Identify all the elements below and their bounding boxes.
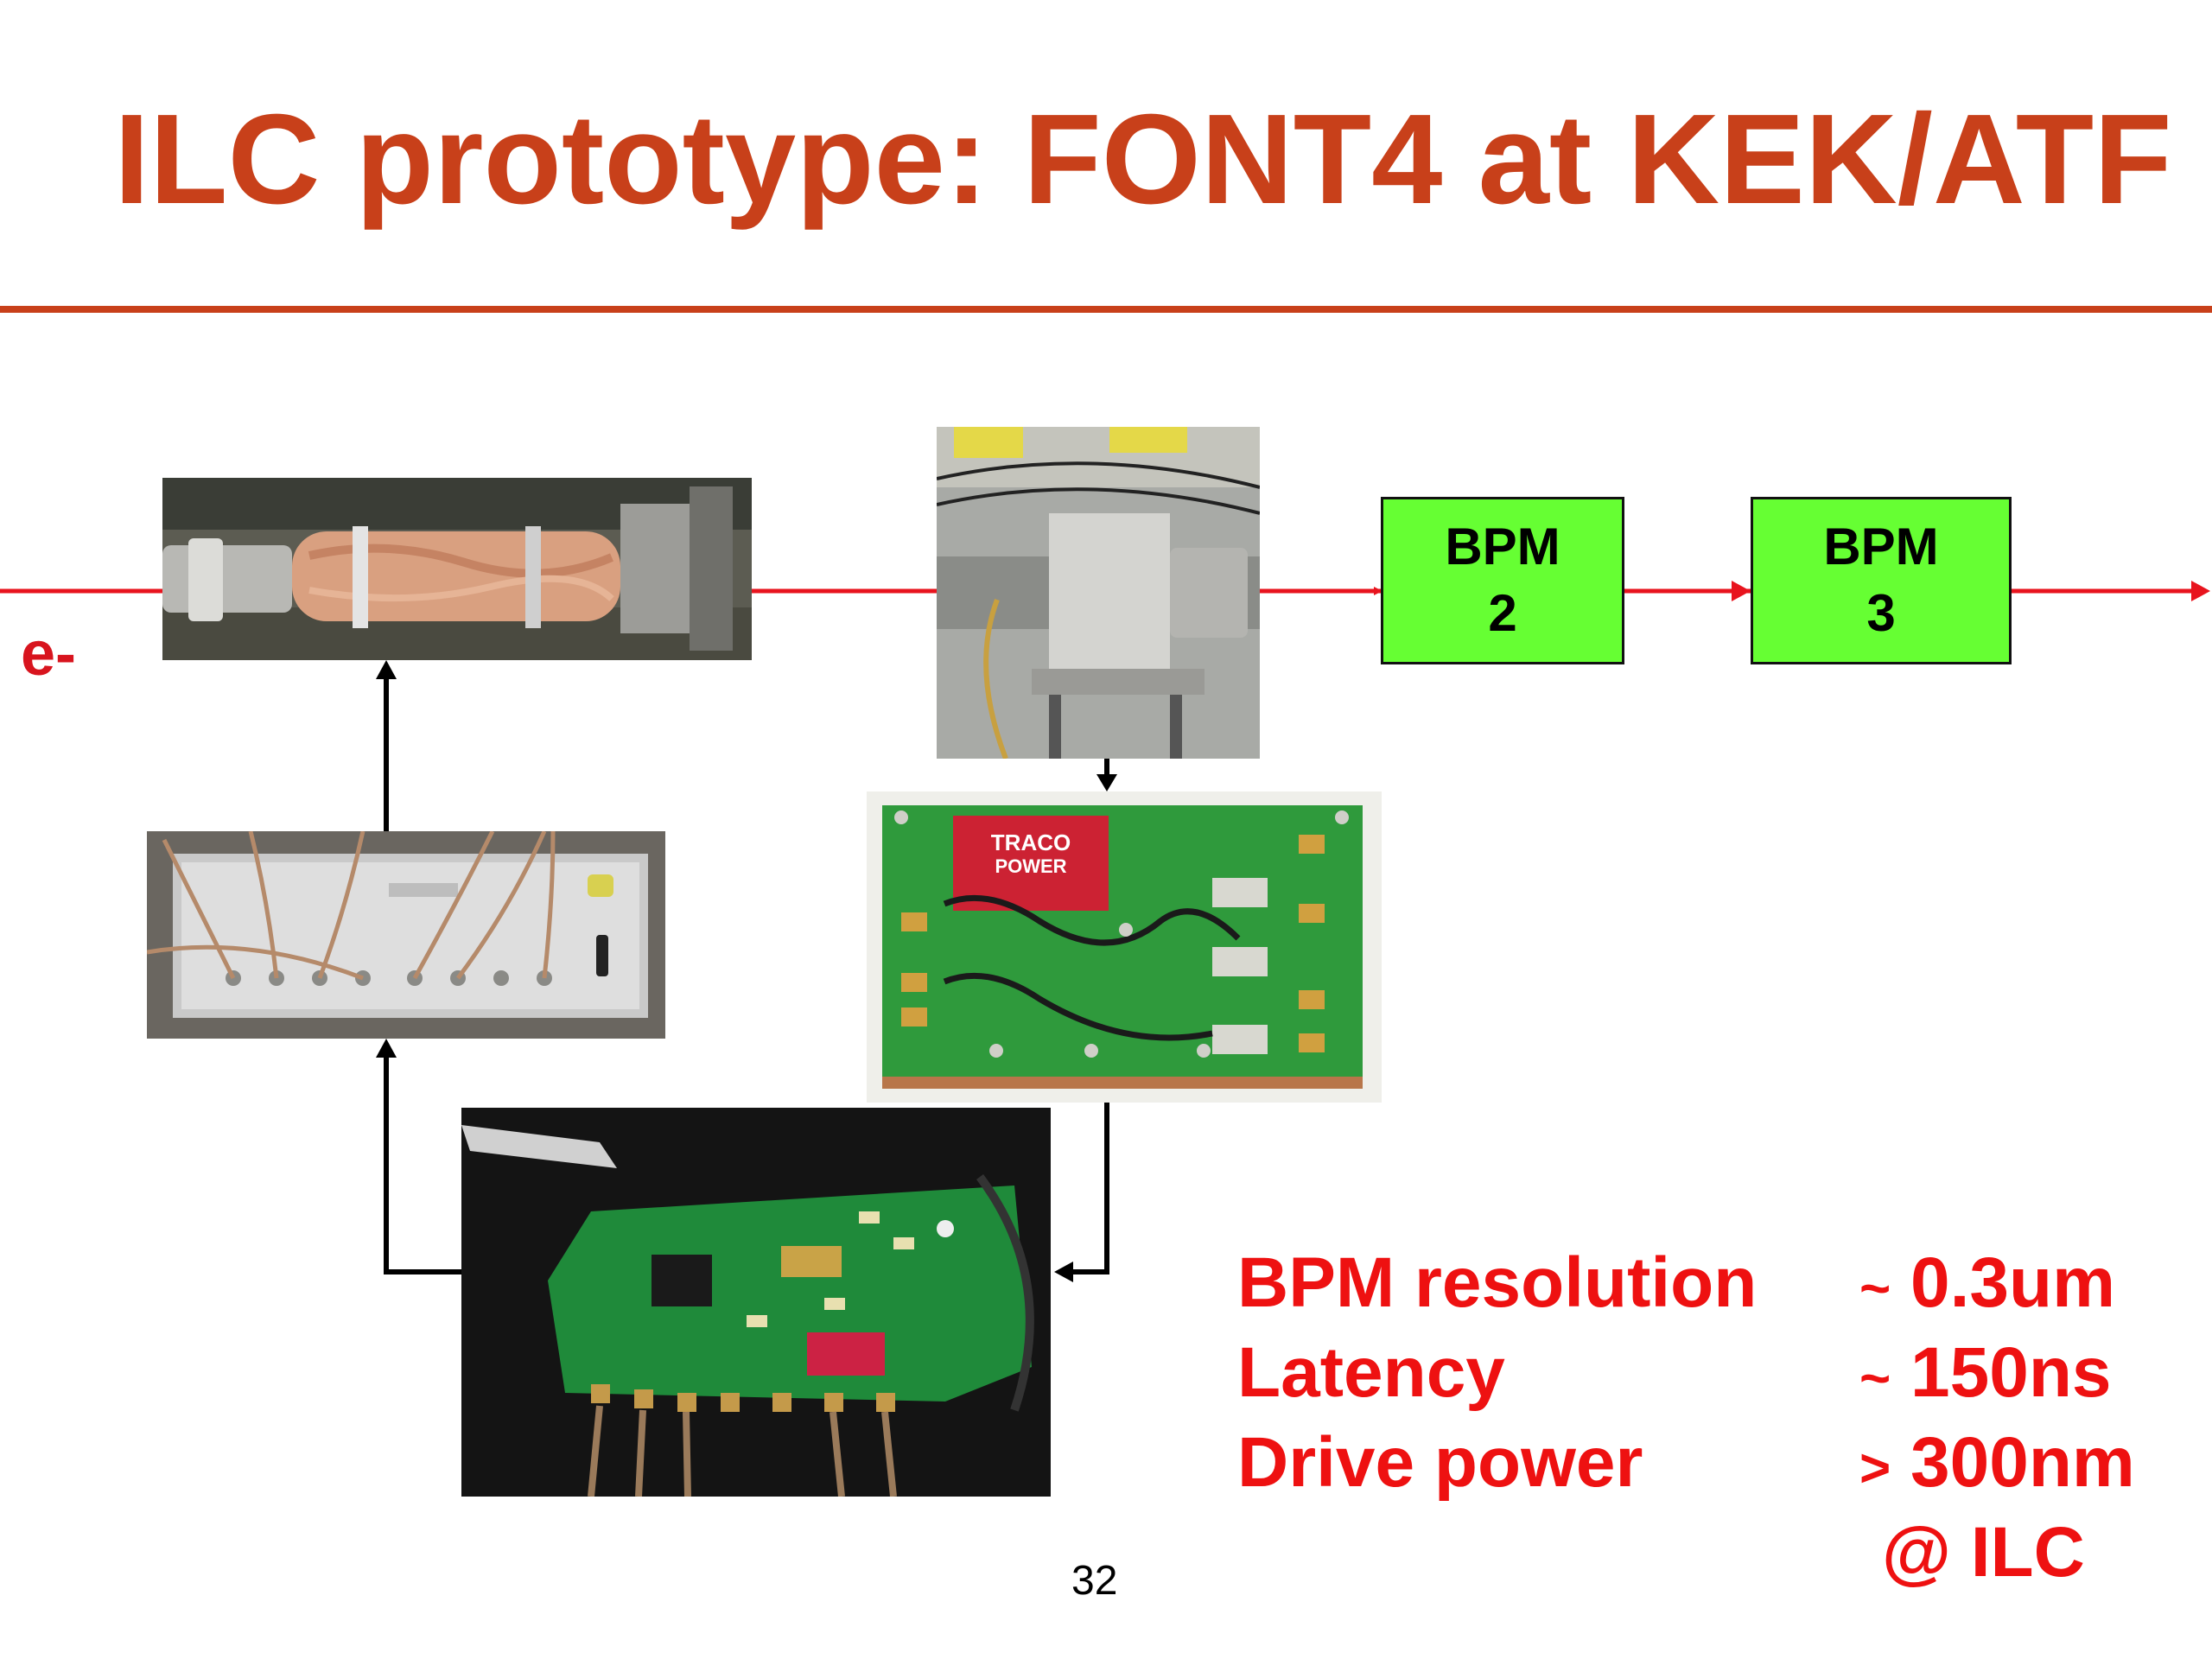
spec-operator: ~ bbox=[1859, 1259, 1891, 1319]
spec-number: 0.3um bbox=[1910, 1243, 2116, 1322]
processor-photo: TRACO POWER bbox=[867, 791, 1382, 1103]
arrowhead bbox=[376, 1039, 397, 1058]
arrowhead bbox=[1054, 1262, 1073, 1282]
arrow-board-to-amp bbox=[384, 1056, 461, 1274]
spec-label: Latency bbox=[1237, 1333, 1505, 1412]
bpm-2-box: BPM 2 bbox=[1381, 497, 1624, 664]
bpm-3-box: BPM 3 bbox=[1751, 497, 2012, 664]
spec-operator: ~ bbox=[1859, 1349, 1891, 1408]
spec-value: > 300nm bbox=[1859, 1422, 2135, 1503]
beam-arrowhead bbox=[2191, 581, 2210, 601]
arrow-processor-to-board bbox=[1071, 1103, 1109, 1274]
page-number: 32 bbox=[1071, 1558, 1118, 1604]
bpm1-photo bbox=[937, 427, 1260, 759]
page-title: ILC prototype: FONT4 at KEK/ATF bbox=[114, 88, 2172, 231]
spec-operator: > bbox=[1859, 1439, 1891, 1498]
kicker-photo bbox=[162, 478, 752, 660]
bpm-3-label: BPM bbox=[1823, 518, 1939, 576]
arrowhead bbox=[1096, 774, 1117, 791]
module-label-line2: POWER bbox=[995, 855, 1066, 877]
amplifier-photo bbox=[147, 831, 665, 1039]
spec-number: 300nm bbox=[1910, 1423, 2135, 1502]
bpm-3-number: 3 bbox=[1866, 584, 1896, 642]
spec-label: Drive power bbox=[1237, 1423, 1643, 1502]
title-divider bbox=[0, 306, 2212, 313]
spec-value: ~ 0.3um bbox=[1859, 1243, 2115, 1324]
bpm-2-number: 2 bbox=[1488, 584, 1517, 642]
spec-value: ~ 150ns bbox=[1859, 1332, 2112, 1414]
feedback-board-photo bbox=[461, 1108, 1051, 1497]
signal-arrows bbox=[376, 660, 1117, 1282]
spec-note: @ ILC bbox=[1882, 1513, 2085, 1592]
spec-label: BPM resolution bbox=[1237, 1243, 1758, 1322]
bpm-2-label: BPM bbox=[1445, 518, 1560, 576]
module-label-line1: TRACO bbox=[991, 830, 1071, 855]
arrowhead bbox=[376, 660, 397, 679]
beam-arrowhead bbox=[1732, 581, 1751, 601]
beam-label: e- bbox=[21, 620, 77, 689]
spec-number: 150ns bbox=[1910, 1333, 2112, 1412]
